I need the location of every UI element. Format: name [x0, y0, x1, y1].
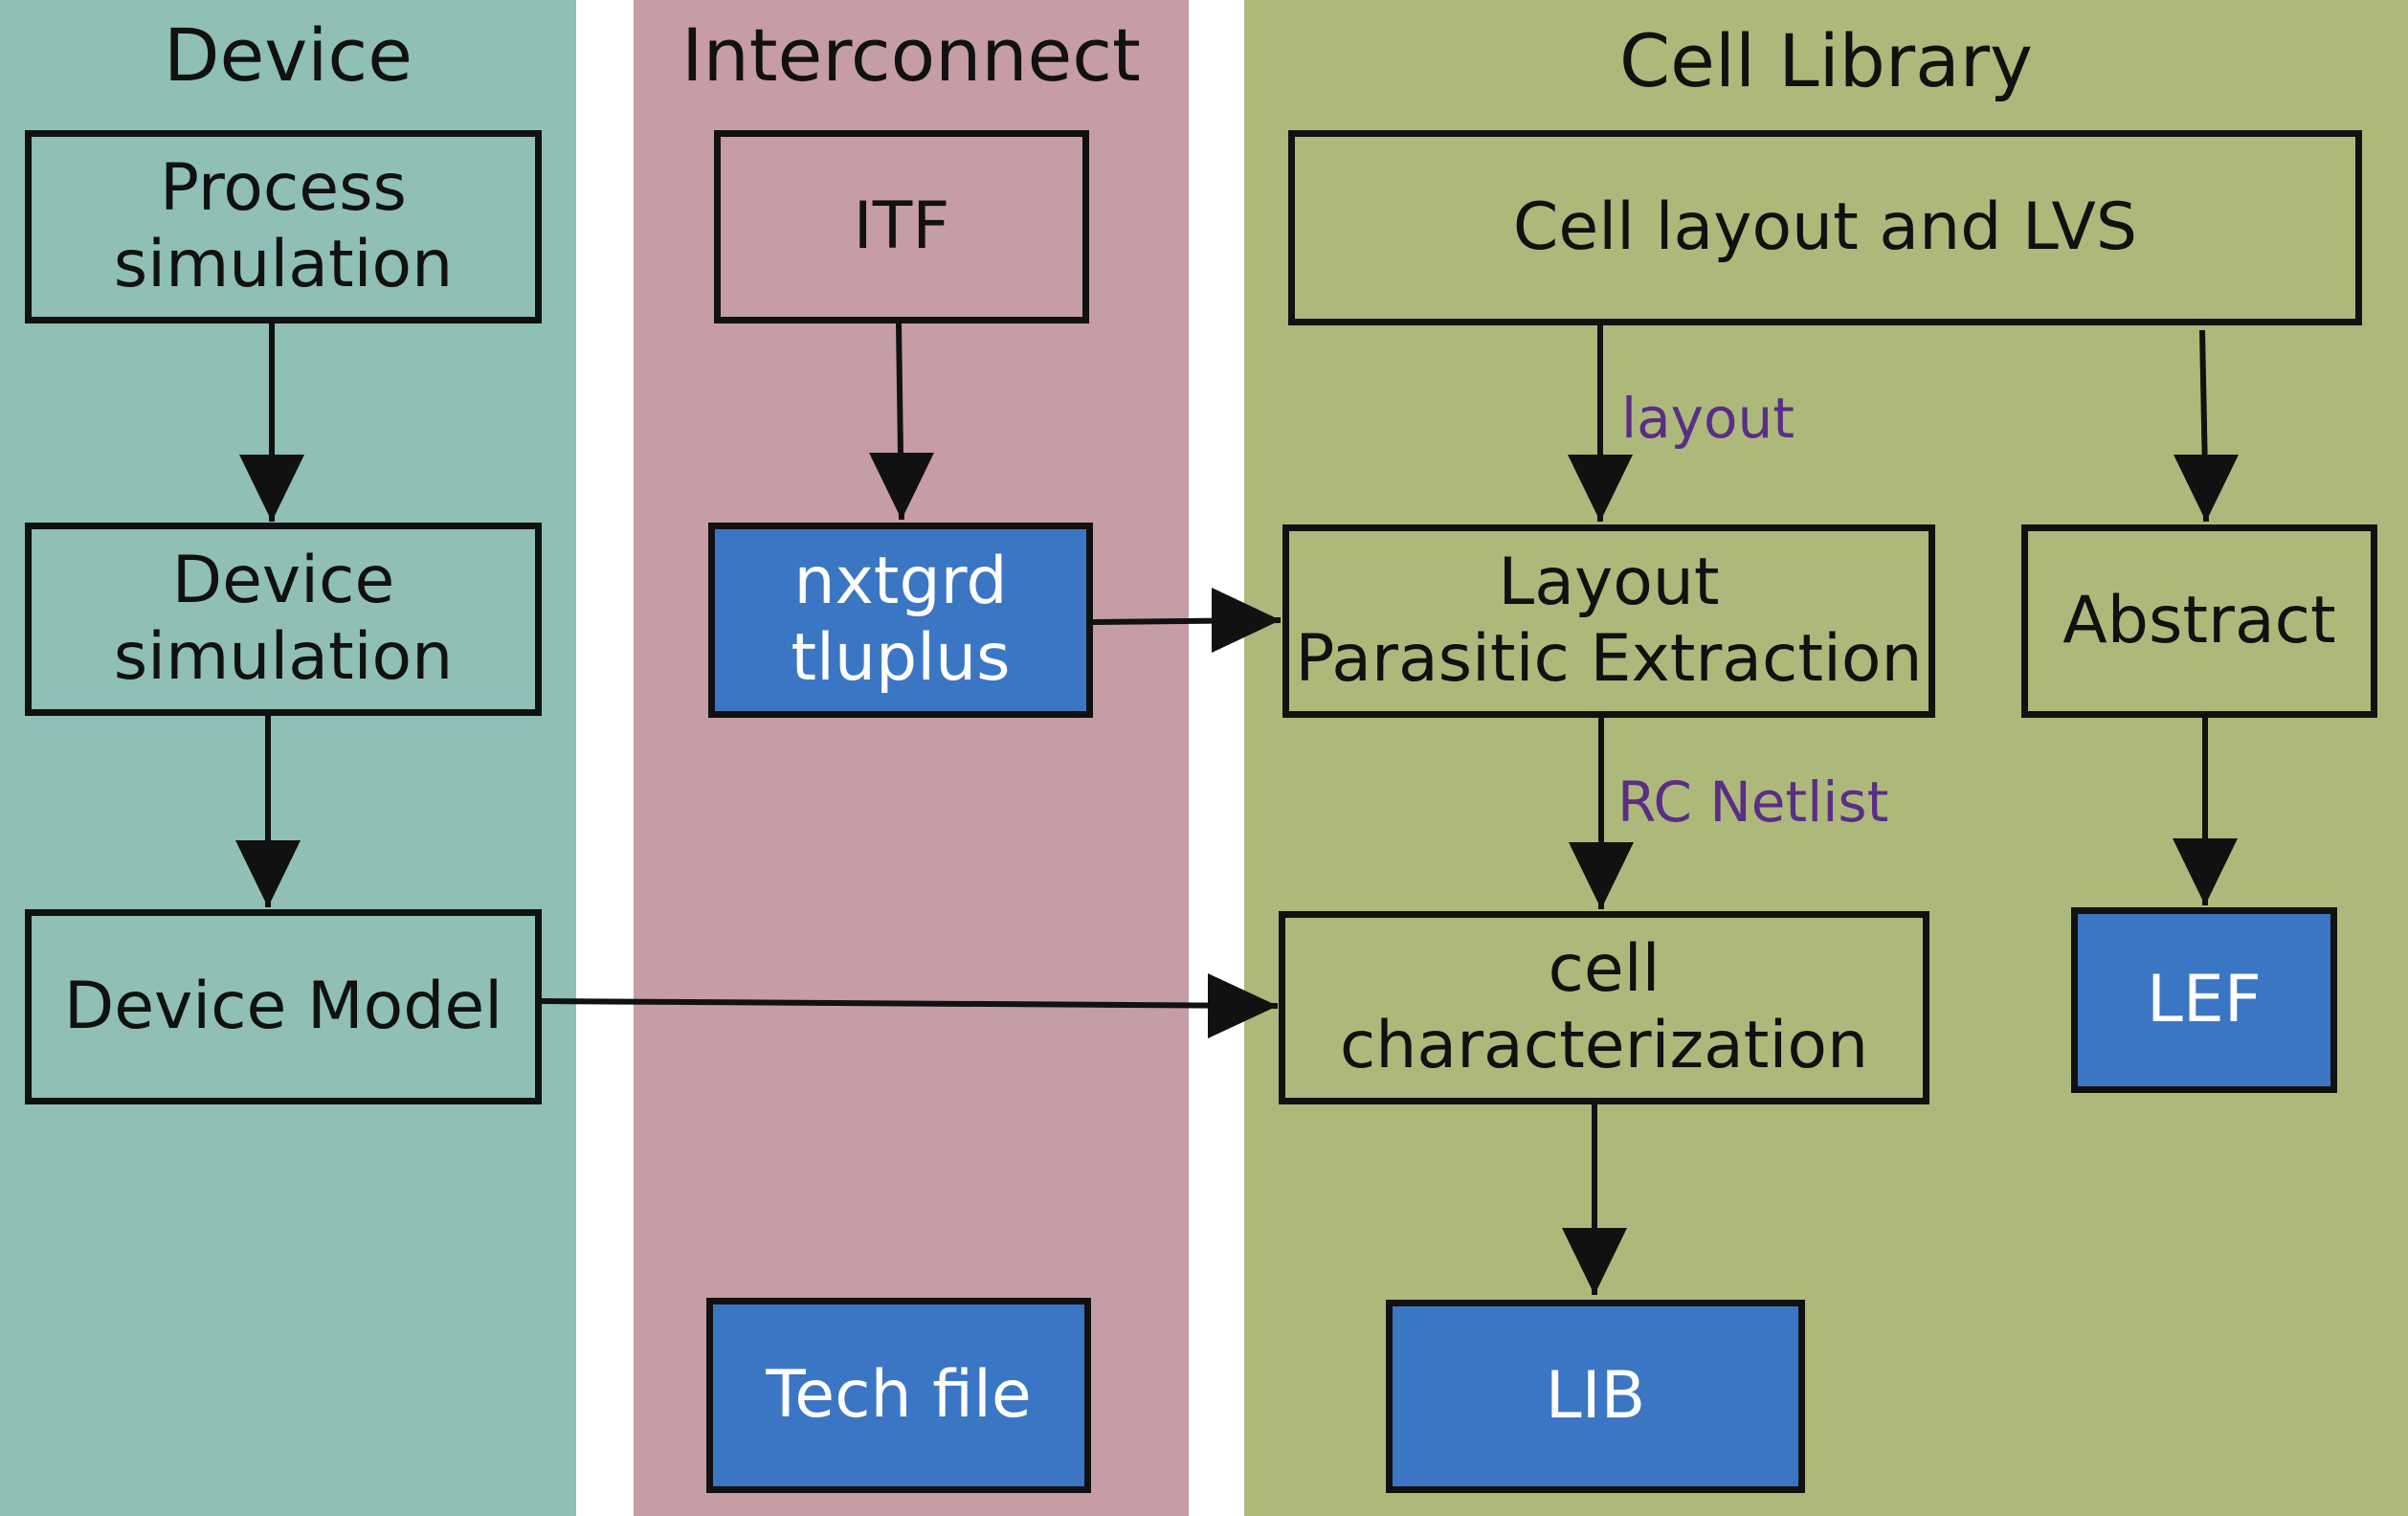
arrowhead-nxtgrd [869, 453, 934, 520]
lib-box: LIB [1386, 1300, 1805, 1493]
lib-label: LIB [1545, 1358, 1646, 1434]
lpe-line2: Parasitic Extraction [1295, 621, 1923, 697]
cell-layout-lvs-box: Cell layout and LVS [1288, 130, 2362, 325]
cell-char-line1: cell [1548, 931, 1661, 1007]
device-lane-title: Device [164, 12, 412, 98]
arrowhead-lef [2173, 838, 2238, 905]
itf-box: ITF [714, 130, 1089, 323]
edge-label-layout: layout [1621, 386, 1795, 451]
cell-library-lane-title: Cell Library [1619, 18, 2033, 103]
cell-characterization-box: cell characterization [1279, 911, 1929, 1104]
edge-label-rc-netlist: RC Netlist [1617, 769, 1889, 835]
tech-file-box: Tech file [706, 1298, 1091, 1493]
nxtgrd-tluplus-box: nxtgrd tluplus [708, 523, 1093, 718]
arrowhead-cell-char-from-model [1208, 973, 1278, 1038]
interconnect-lane: Interconnect [634, 0, 1189, 1516]
itf-label: ITF [853, 189, 950, 264]
interconnect-lane-title: Interconnect [681, 12, 1141, 98]
arrowhead-lpe-from-layout [1568, 455, 1633, 522]
tech-file-label: Tech file [766, 1357, 1032, 1433]
device-model-box: Device Model [25, 909, 542, 1104]
arrowhead-lib [1562, 1228, 1627, 1295]
arrowhead-device-model [235, 840, 301, 907]
process-simulation-box: Process simulation [25, 130, 542, 323]
lef-box: LEF [2071, 907, 2337, 1093]
arrowhead-device-sim [239, 455, 304, 522]
layout-parasitic-extraction-box: Layout Parasitic Extraction [1282, 524, 1935, 718]
arrowhead-cell-char-from-lpe [1569, 842, 1634, 909]
device-lane: Device [0, 0, 576, 1516]
process-simulation-line2: simulation [113, 227, 454, 302]
nxtgrd-line: nxtgrd [793, 544, 1008, 619]
lpe-line1: Layout [1498, 545, 1720, 620]
arrowhead-abstract [2174, 455, 2239, 522]
cell-layout-lvs-label: Cell layout and LVS [1512, 190, 2138, 265]
device-simulation-box: Device simulation [25, 523, 542, 716]
cell-char-line2: characterization [1339, 1008, 1869, 1083]
arrowhead-lpe-from-nxtgrd [1212, 588, 1281, 653]
process-simulation-line1: Process [160, 150, 407, 226]
abstract-box: Abstract [2021, 524, 2377, 718]
device-simulation-line2: simulation [113, 619, 454, 695]
tluplus-line: tluplus [791, 620, 1011, 696]
lef-label: LEF [2147, 962, 2262, 1037]
cell-library-lane: Cell Library [1244, 0, 2408, 1516]
abstract-label: Abstract [2062, 583, 2336, 658]
edge-model-to-cell-char [537, 998, 1279, 1009]
device-model-label: Device Model [63, 969, 503, 1044]
device-simulation-line1: Device [171, 543, 395, 618]
